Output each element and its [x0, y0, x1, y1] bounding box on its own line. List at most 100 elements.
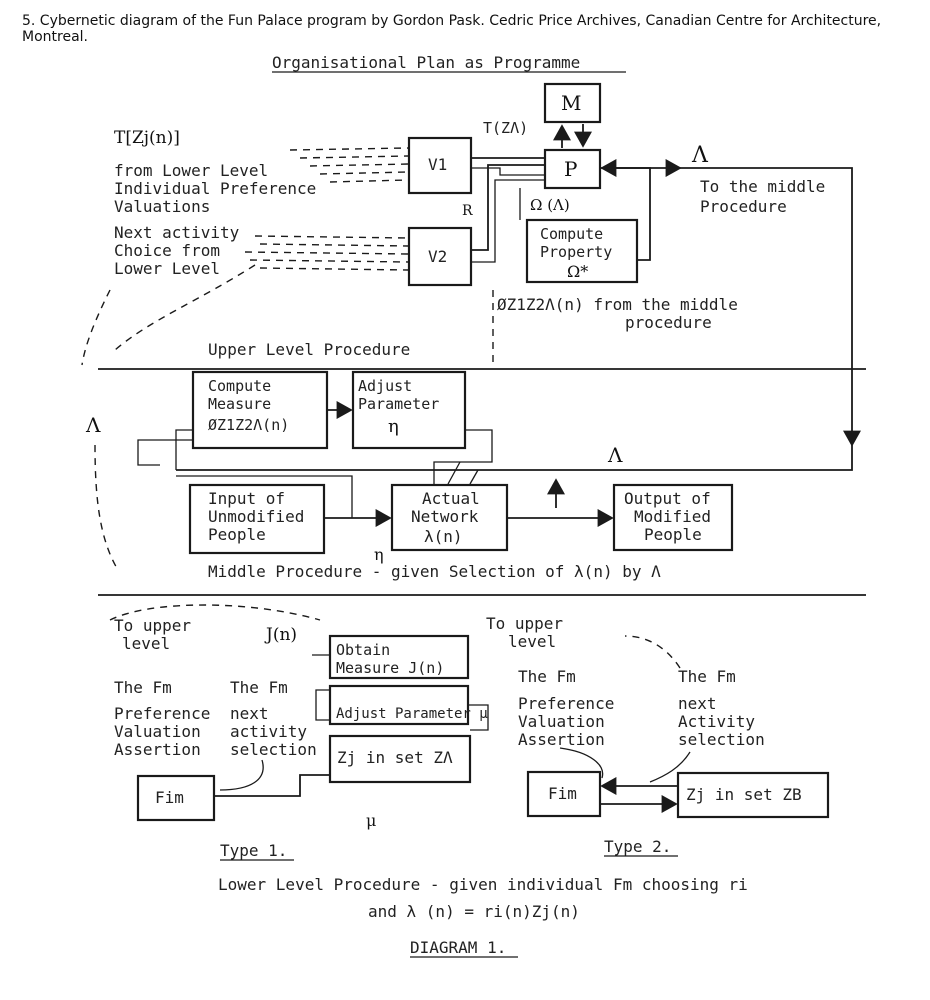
- measure-loop-line: [175, 429, 193, 470]
- svg-text:The Fm: The Fm: [114, 678, 172, 697]
- r-label: R: [462, 203, 473, 219]
- v2-to-p-line-2: [471, 179, 545, 263]
- diagram-number-label: DIAGRAM 1.: [410, 938, 506, 957]
- input1-text: T[Zj(n)] from Lower Level Individual Pre…: [114, 128, 316, 216]
- svg-text:Procedure: Procedure: [700, 197, 787, 216]
- svg-text:Valuation: Valuation: [518, 712, 605, 731]
- m-label: M: [561, 91, 581, 115]
- type2-label: Type 2.: [604, 837, 671, 856]
- v1-box: [407, 136, 473, 195]
- svg-text:Compute: Compute: [208, 377, 271, 395]
- adjust-parameter-box: [351, 370, 467, 450]
- middle-eta-label: η: [374, 545, 384, 564]
- middle-lambda-line: [176, 445, 853, 471]
- p-label: P: [564, 157, 577, 181]
- input-loop-line: [176, 475, 353, 518]
- obtain-measure-box: [328, 634, 470, 680]
- p-box: [543, 148, 602, 190]
- svg-text:Compute: Compute: [540, 225, 603, 243]
- input-people-text: Input of Unmodified People: [208, 489, 304, 544]
- compute-measure-text: Compute Measure ØZ1Z2Λ(n): [208, 377, 289, 434]
- adjust-param-lower-label: Adjust Parameter μ: [336, 706, 488, 722]
- zj-a-label: Zj in set ZΛ: [337, 748, 453, 767]
- adjust-parameter-text: Adjust Parameter η: [358, 377, 439, 437]
- svg-text:To the middle: To the middle: [700, 177, 825, 196]
- upper-dashed-curve: [114, 264, 256, 351]
- zj-b-label: Zj in set ZB: [686, 785, 802, 804]
- svg-text:Measure: Measure: [208, 395, 271, 413]
- svg-text:The Fm: The Fm: [678, 667, 736, 686]
- left-lambda-label: Λ: [85, 413, 101, 437]
- compute-property-box: [525, 218, 639, 284]
- svg-text:Adjust: Adjust: [358, 377, 412, 395]
- svg-text:ØZ1Z2Λ(n) from the middle: ØZ1Z2Λ(n) from the middle: [497, 295, 738, 314]
- svg-text:Valuations: Valuations: [114, 197, 210, 216]
- pref-assertion-right-text: The Fm Preference Valuation Assertion: [518, 667, 614, 749]
- middle-lambda-label: Λ: [607, 443, 623, 467]
- v1-feeder-lines: [289, 147, 409, 183]
- svg-text:selection: selection: [230, 740, 317, 759]
- svg-text:level: level: [122, 634, 170, 653]
- svg-text:Next activity: Next activity: [114, 223, 240, 242]
- svg-text:next: next: [230, 704, 269, 723]
- svg-text:Choice from: Choice from: [114, 241, 220, 260]
- fim-left-box: [136, 774, 216, 822]
- mu-label: μ: [366, 811, 376, 830]
- pref-assertion-left-text: The Fm Preference Valuation Assertion: [114, 678, 210, 759]
- type1-label: Type 1.: [220, 841, 287, 860]
- omega-lambda-label: Ω (Λ): [530, 196, 570, 214]
- svg-text:Measure J(n): Measure J(n): [336, 659, 444, 677]
- fim-left-label: Fim: [155, 788, 184, 807]
- svg-text:Modified: Modified: [634, 507, 711, 526]
- to-upper-right-dashed: [624, 635, 681, 669]
- svg-text:Preference: Preference: [114, 704, 210, 723]
- svg-text:The Fm: The Fm: [230, 678, 288, 697]
- lambda-down-line: [680, 167, 861, 447]
- svg-text:activity: activity: [230, 722, 307, 741]
- svg-text:Valuation: Valuation: [114, 722, 201, 741]
- adjust-right-loop: [468, 704, 489, 731]
- left-loop-line: [137, 439, 193, 466]
- svg-text:People: People: [208, 525, 266, 544]
- svg-text:Network: Network: [411, 507, 479, 526]
- v2-feeder-lines: [244, 235, 409, 271]
- svg-text:Input of: Input of: [208, 489, 285, 508]
- lower-left-loop: [315, 689, 330, 721]
- middle-procedure-label: Middle Procedure - given Selection of λ(…: [208, 562, 661, 581]
- svg-text:The Fm: The Fm: [518, 667, 576, 686]
- svg-text:Activity: Activity: [678, 712, 755, 731]
- svg-text:Assertion: Assertion: [518, 730, 605, 749]
- svg-text:Obtain: Obtain: [336, 641, 390, 659]
- output-people-box: [612, 483, 734, 552]
- svg-text:procedure: procedure: [625, 313, 712, 332]
- v1-to-p-line-2: [471, 167, 545, 176]
- network-link-2: [469, 469, 479, 485]
- figure-caption: 5. Cybernetic diagram of the Fun Palace …: [22, 13, 882, 45]
- svg-text:level: level: [508, 632, 556, 651]
- lower-procedure-line2: and λ (n) = ri(n)Zj(n): [368, 902, 580, 921]
- left-dashed-curve: [81, 289, 111, 366]
- svg-text:Actual: Actual: [422, 489, 480, 508]
- left-dashed-return: [94, 444, 119, 571]
- svg-text:selection: selection: [678, 730, 765, 749]
- svg-text:Lower Level: Lower Level: [114, 259, 220, 278]
- input2-text: Next activity Choice from Lower Level: [114, 223, 240, 278]
- fim-to-zj-a-line: [214, 774, 330, 797]
- svg-text:Individual Preference: Individual Preference: [114, 179, 316, 198]
- svg-text:λ(n): λ(n): [424, 527, 463, 546]
- svg-text:To upper: To upper: [114, 616, 191, 635]
- v2-to-p-line: [471, 164, 545, 251]
- zj-b-box: [676, 771, 830, 819]
- j-n-label: J(n): [264, 625, 297, 645]
- adjust-loop-line: [433, 429, 493, 484]
- svg-text:next: next: [678, 694, 717, 713]
- from-middle-text: ØZ1Z2Λ(n) from the middle procedure: [497, 295, 738, 332]
- compute-property-text: Compute Property Ω*: [540, 225, 612, 281]
- svg-text:Output of: Output of: [624, 489, 711, 508]
- svg-text:T[Zj(n)]: T[Zj(n)]: [114, 128, 180, 148]
- svg-text:Property: Property: [540, 243, 612, 261]
- v1-label: V1: [428, 155, 447, 174]
- to-middle-text: To the middle Procedure: [700, 177, 825, 216]
- svg-text:People: People: [644, 525, 702, 544]
- to-upper-left-text: To upper level: [114, 616, 191, 653]
